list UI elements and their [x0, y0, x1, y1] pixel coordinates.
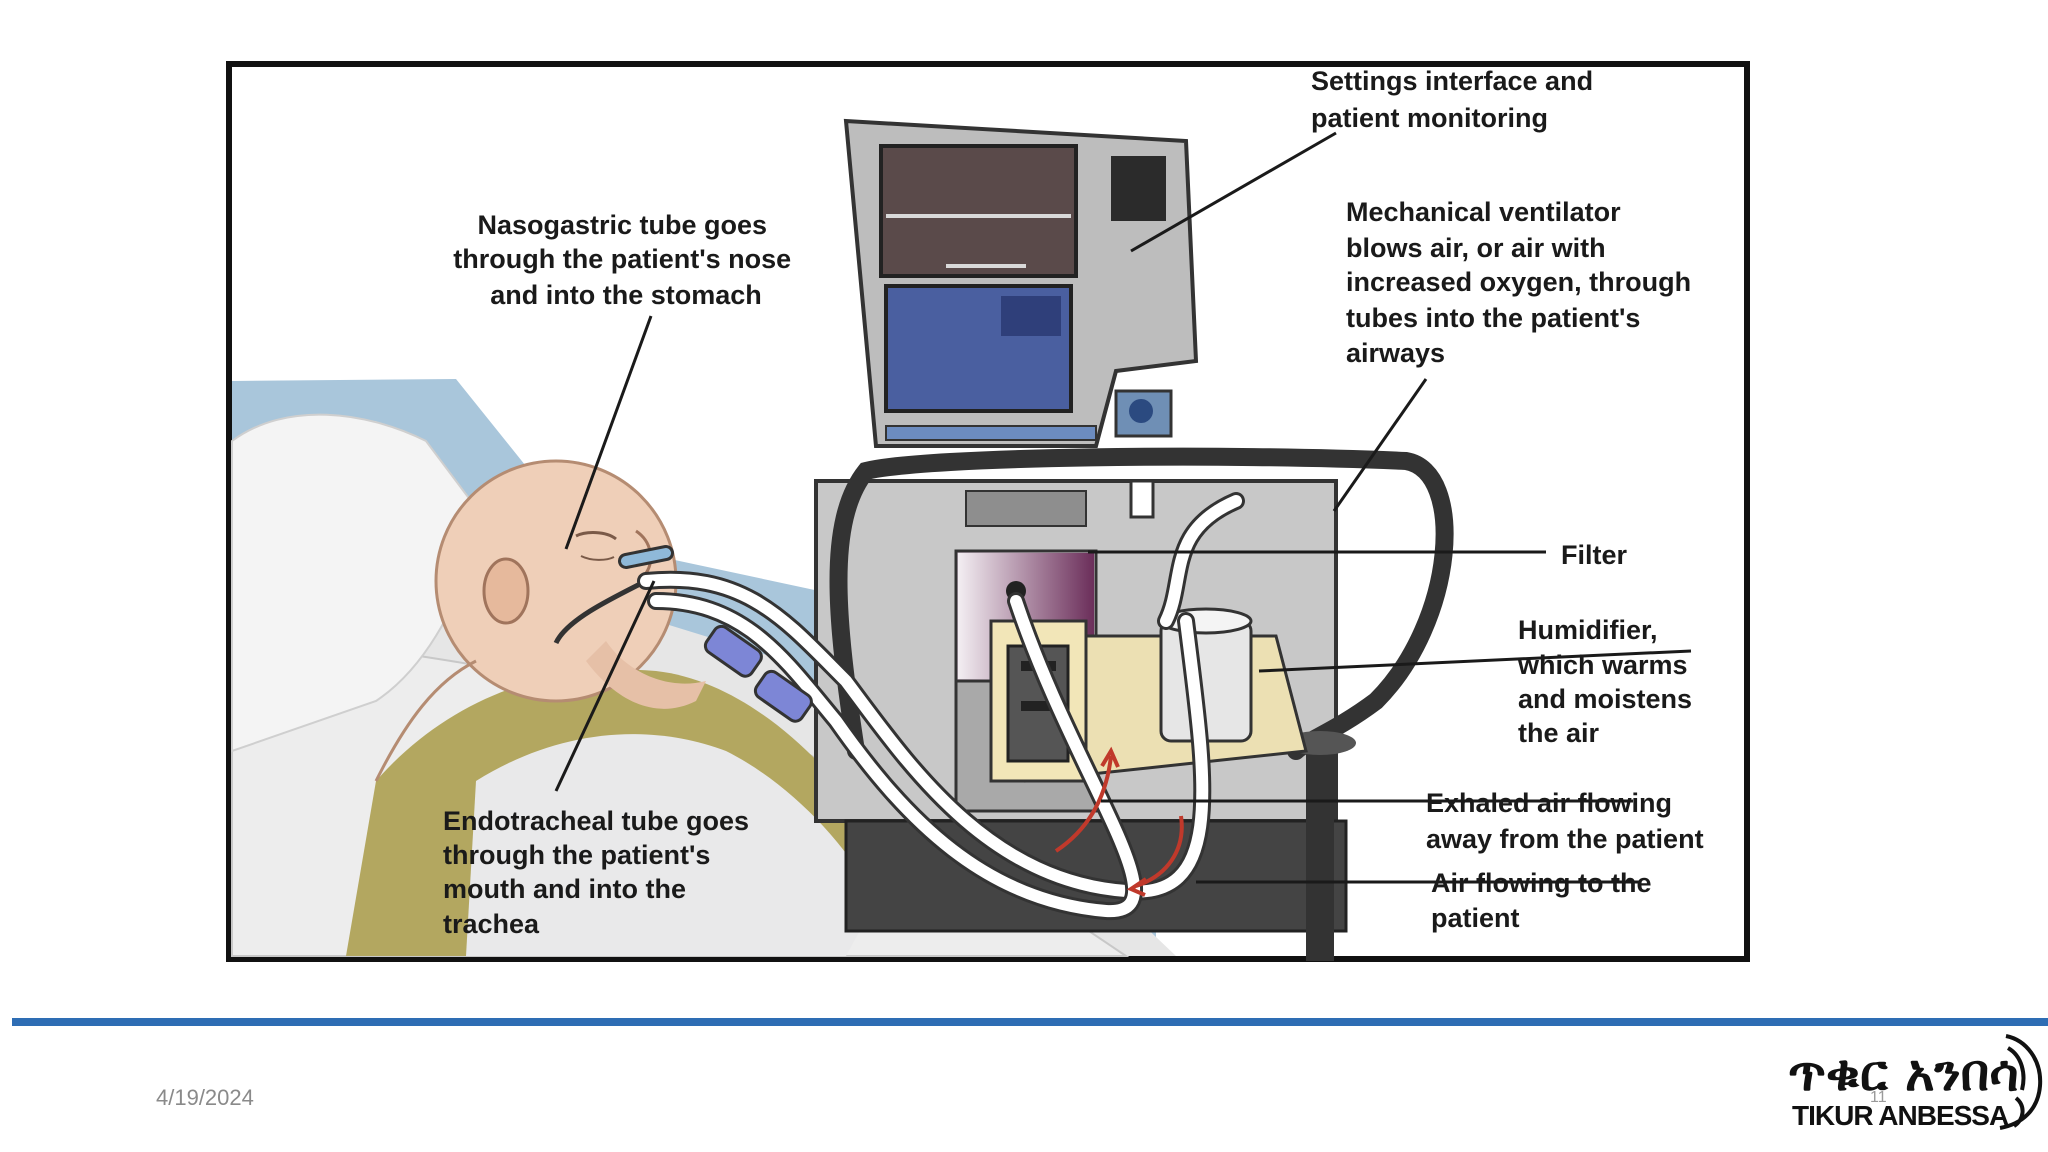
footer-rule [12, 1018, 2048, 1026]
label-air-flowing-to-patient: Air flowing to the patient [1431, 868, 1659, 933]
tube-strap [553, 578, 648, 645]
label-humidifier: Humidifier, which warms and moistens the… [1517, 615, 1700, 748]
tube-connectors [703, 624, 813, 723]
label-filter: Filter [1561, 540, 1628, 570]
inhaled-air-arrowhead [1126, 877, 1148, 897]
label-settings-interface: Settings interface and patient monitorin… [1311, 66, 1601, 133]
tikur-anbessa-logo: ጥቁር አንበሳ [1788, 1034, 2043, 1130]
label-nasogastric-tube: Nasogastric tube goes through the patien… [453, 210, 798, 310]
leader-lines [554, 131, 1692, 884]
inhaled-air-arrow [1135, 815, 1184, 888]
exhaled-air-arrowhead [1100, 746, 1120, 768]
cart-pole [1306, 741, 1334, 961]
label-endotracheal-tube: Endotracheal tube goes through the patie… [443, 806, 757, 939]
ventilator-diagram: Settings interface and patient monitorin… [226, 61, 1750, 962]
airflow-arrows [1054, 746, 1184, 897]
patient [346, 459, 876, 956]
label-exhaled-air: Exhaled air flowing away from the patien… [1426, 788, 1704, 854]
logo-text-amharic: ጥቁር አንበሳ [1788, 1044, 2019, 1102]
logo-text-english: TIKUR ANBESSA [1792, 1100, 2009, 1131]
cart-handle [829, 447, 1454, 760]
monitor [843, 118, 1199, 448]
slide-number: 11 [1870, 1089, 1887, 1106]
exhaled-air-arrow [1054, 755, 1113, 853]
label-mechanical-ventilator: Mechanical ventilator blows air, or air … [1346, 197, 1699, 368]
lion-head-icon [1999, 1034, 2043, 1130]
slide-date: 4/19/2024 [156, 1085, 254, 1110]
humidifier [989, 607, 1308, 783]
